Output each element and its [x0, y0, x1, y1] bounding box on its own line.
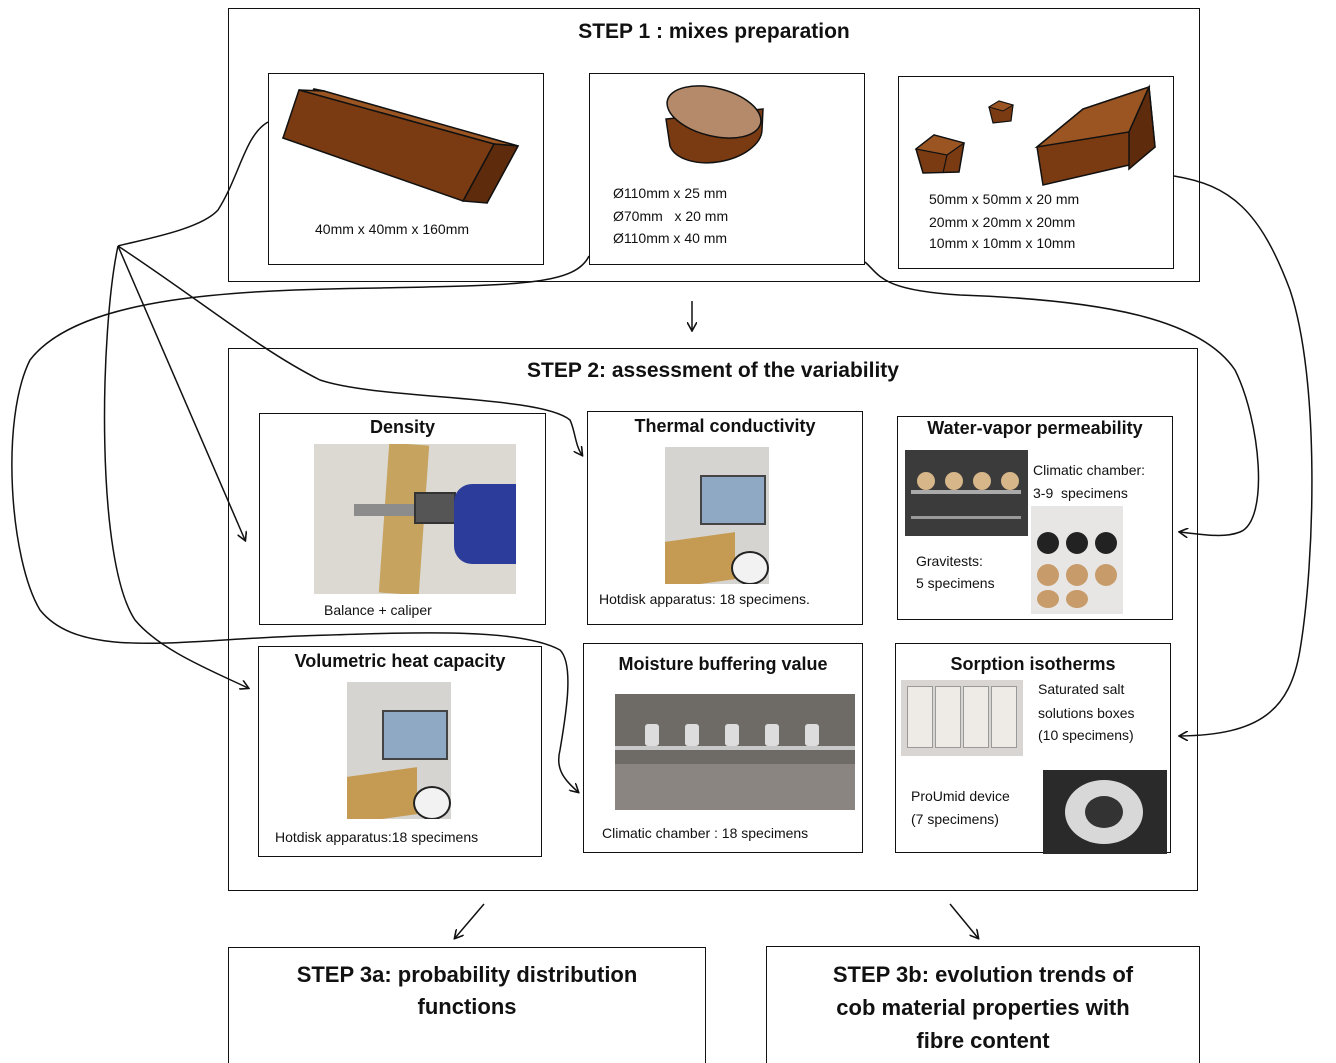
mbv-caption: Climatic chamber : 18 specimens — [602, 825, 809, 841]
heat-capacity-title: Volumetric heat capacity — [294, 651, 506, 671]
step2-title: STEP 2: assessment of the variability — [527, 359, 899, 382]
thermal-title: Thermal conductivity — [634, 416, 816, 436]
disc-dim-1: Ø110mm x 25 mm — [613, 185, 728, 201]
arrow-step2-to-step3b — [949, 903, 978, 938]
sorption-title: Sorption isotherms — [950, 654, 1116, 674]
step3b-box: STEP 3b: evolution trends of cob materia… — [766, 946, 1200, 1063]
mbv-title: Moisture buffering value — [618, 654, 828, 674]
disc-dim-3: Ø110mm x 40 mm — [613, 230, 728, 246]
vapor-panel: Water-vapor permeability Climatic chambe… — [897, 416, 1173, 620]
step3b-title-line-3: fibre content — [916, 1028, 1050, 1053]
prism-panel: 40mm x 40mm x 160mm — [268, 73, 544, 265]
prism-icon — [281, 88, 520, 204]
mbv-photo — [615, 694, 855, 810]
density-caption: Balance + caliper — [324, 602, 432, 618]
disc-panel: Ø110mm x 25 mm Ø70mm x 20 mm Ø110mm x 40… — [589, 73, 865, 265]
climatic-label-1: Climatic chamber: — [1033, 462, 1146, 478]
density-title: Density — [369, 417, 436, 437]
step1-title: STEP 1 : mixes preparation — [578, 20, 850, 43]
salt-label-1: Saturated salt — [1038, 681, 1125, 697]
thermal-caption: Hotdisk apparatus: 18 specimens. — [599, 591, 810, 607]
salt-label-2: solutions boxes — [1038, 705, 1135, 721]
gravitests-label-2: 5 specimens — [916, 575, 995, 591]
proumid-label-2: (7 specimens) — [911, 811, 999, 827]
heat-capacity-panel: Volumetric heat capacity Hotdisk apparat… — [258, 646, 542, 857]
climatic-label-2: 3-9 specimens — [1033, 485, 1128, 501]
cube-dim-2: 20mm x 20mm x 20mm — [929, 214, 1076, 230]
step3b-title-line-1: STEP 3b: evolution trends of — [832, 962, 1134, 987]
thermal-panel: Thermal conductivity Hotdisk apparatus: … — [587, 411, 863, 625]
heat-capacity-photo — [347, 682, 451, 819]
vapor-title: Water-vapor permeability — [927, 418, 1143, 438]
heat-capacity-caption: Hotdisk apparatus:18 specimens — [275, 829, 479, 845]
cube-panel: 50mm x 50mm x 20 mm 20mm x 20mm x 20mm 1… — [898, 76, 1174, 269]
proumid-photo — [1043, 770, 1167, 854]
climatic-chamber-photo — [905, 450, 1028, 536]
arrow-prism-to-density — [117, 245, 245, 540]
disc-icon — [665, 85, 764, 164]
prism-dimensions: 40mm x 40mm x 160mm — [315, 221, 470, 237]
step3a-title-line-1: STEP 3a: probability distribution — [296, 962, 638, 987]
density-panel: Density Balance + caliper — [259, 413, 546, 625]
density-photo — [314, 444, 516, 594]
cube-dim-1: 50mm x 50mm x 20 mm — [929, 191, 1080, 207]
step3a-box: STEP 3a: probability distribution functi… — [228, 947, 706, 1063]
arrow-prism-to-heat-capacity — [103, 245, 248, 688]
salt-label-3: (10 specimens) — [1038, 727, 1134, 743]
cube-dim-3: 10mm x 10mm x 10mm — [929, 235, 1076, 251]
step3b-title-line-2: cob material properties with — [836, 995, 1130, 1020]
salt-boxes-photo — [901, 680, 1023, 756]
thermal-photo — [665, 447, 769, 584]
arrow-step2-to-step3a — [455, 903, 485, 938]
proumid-label-1: ProUmid device — [911, 788, 1010, 804]
disc-dim-2: Ø70mm x 20 mm — [613, 208, 729, 224]
sorption-panel: Sorption isotherms Saturated salt soluti… — [895, 643, 1171, 854]
cubes-icon — [914, 84, 1156, 186]
step3a-title-line-2: functions — [417, 994, 517, 1019]
gravitests-label-1: Gravitests: — [916, 553, 983, 569]
gravitests-photo — [1031, 506, 1123, 614]
mbv-panel: Moisture buffering value Climatic chambe… — [583, 643, 863, 853]
